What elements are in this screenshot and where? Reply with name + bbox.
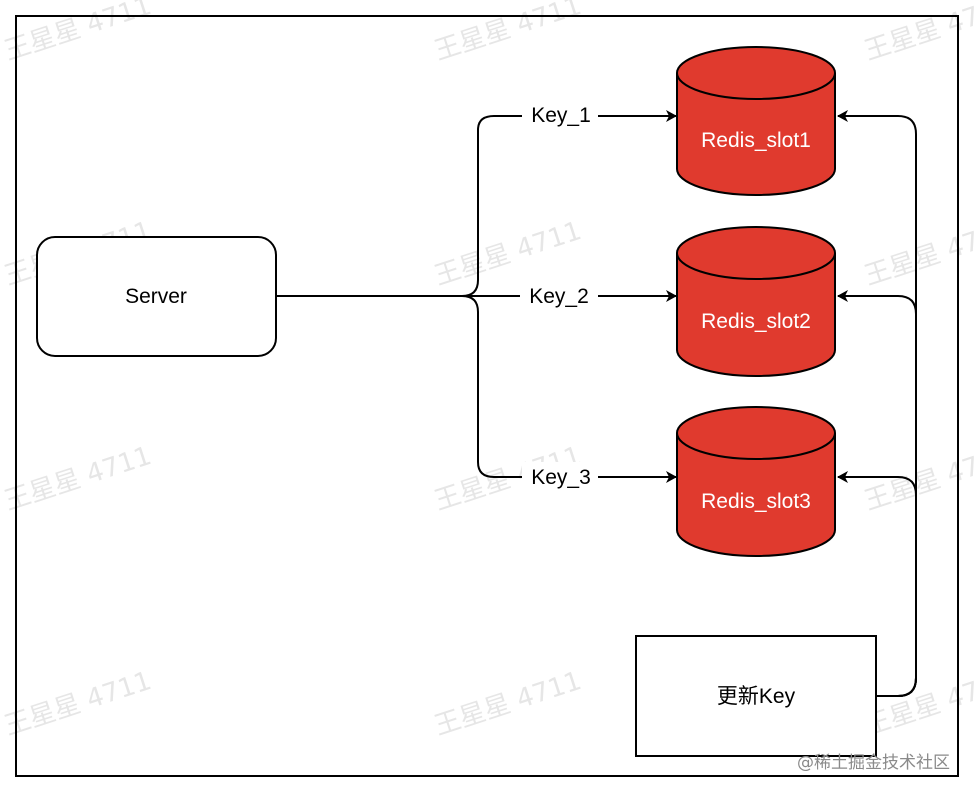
- diagram-frame: [15, 15, 959, 777]
- server-connectors: [276, 110, 677, 483]
- watermark-text: 王星星 4711: [1, 441, 155, 517]
- update-connectors: [837, 110, 917, 697]
- edge-label-key-2: Key_2: [529, 285, 589, 308]
- edge-key-1: [461, 110, 677, 297]
- watermark-text: 王星星 4711: [1, 666, 155, 742]
- database-icon: [676, 433, 836, 557]
- watermark-text: 王星星 4711: [431, 0, 585, 67]
- edge-label-bg: [520, 281, 598, 311]
- database-top: [676, 226, 836, 280]
- redis-slot1-node[interactable]: Redis_slot1: [676, 46, 836, 196]
- database-top: [676, 46, 836, 100]
- watermark-text: 王星星 4711: [1, 0, 155, 67]
- edge-key-3: [461, 295, 677, 483]
- update-key-node[interactable]: 更新Key: [635, 635, 877, 757]
- server-node[interactable]: Server: [36, 236, 277, 357]
- edge-label-bg: [522, 462, 598, 492]
- redis-slot1-label: Redis_slot1: [701, 129, 811, 152]
- edge-label-bg: [522, 100, 598, 130]
- update-edge-slot1: [837, 110, 917, 697]
- update-edge-slot3: [837, 471, 917, 697]
- database-top: [676, 406, 836, 460]
- update-key-label: 更新Key: [717, 685, 796, 708]
- database-icon: [676, 253, 836, 377]
- server-box: [36, 236, 277, 357]
- edge-label-key-3: Key_3: [531, 466, 591, 489]
- redis-slot3-label: Redis_slot3: [701, 490, 811, 513]
- redis-slot2-label: Redis_slot2: [701, 310, 811, 333]
- database-icon: [676, 73, 836, 196]
- watermark-text: 王星星 4711: [431, 216, 585, 292]
- server-label: Server: [125, 285, 187, 308]
- redis-slot2-node[interactable]: Redis_slot2: [676, 226, 836, 377]
- update-key-box: [635, 635, 877, 757]
- redis-slot3-node[interactable]: Redis_slot3: [676, 406, 836, 557]
- footer-credit: @稀土掘金技术社区: [797, 753, 950, 773]
- watermark-text: 王星星 4711: [431, 666, 585, 742]
- edge-label-key-1: Key_1: [531, 104, 591, 127]
